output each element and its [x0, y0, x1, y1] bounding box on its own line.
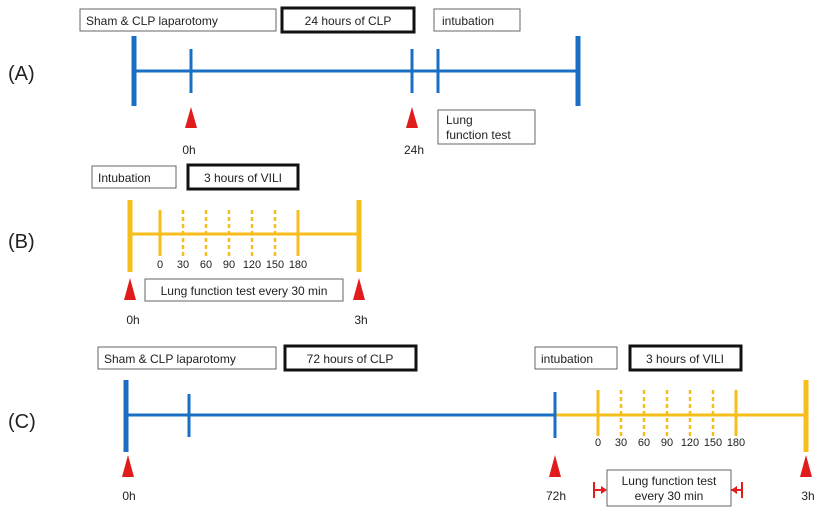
intubation-box-c	[534, 346, 618, 370]
time-0h-b: 0h	[126, 313, 139, 327]
time-24h-a: 24h	[404, 143, 424, 157]
laparotomy-text: Sham & CLP laparotomy	[86, 14, 218, 28]
tick-group-c: 0 30 60 90 120 150 180	[595, 390, 745, 449]
vili-box-c	[628, 344, 743, 372]
interval-label-0: 0	[157, 259, 163, 271]
panel-b-label: (B)	[8, 231, 35, 253]
laparotomy-box	[79, 8, 277, 32]
interval-label-30: 30	[177, 259, 189, 271]
interval-label-60: 60	[638, 437, 650, 449]
lung-test-box-b	[144, 278, 344, 302]
intubation-text: intubation	[442, 14, 494, 28]
time-0h-a: 0h	[182, 143, 195, 157]
vili-text-c: 3 hours of VILI	[646, 352, 724, 366]
vili-box-b	[186, 163, 300, 191]
lung-test-line1-a: Lung	[446, 113, 473, 127]
intubation-text-c: intubation	[541, 352, 593, 366]
panel-c: (C) Sham & CLP laparotomy 72 hours of CL…	[8, 344, 815, 507]
panel-b: (B) Intubation 3 hours of VILI 0 30 60 90 12…	[8, 163, 368, 327]
panel-c-label: (C)	[8, 411, 36, 433]
laparotomy-box-c	[97, 346, 277, 370]
marker-3h-b	[353, 278, 365, 300]
panel-a-label: (A)	[8, 63, 35, 85]
vili-text-b: 3 hours of VILI	[204, 171, 282, 185]
intubation-box-b	[91, 165, 177, 189]
interval-label-150: 150	[704, 437, 722, 449]
interval-label-90: 90	[223, 259, 235, 271]
intubation-box	[433, 8, 521, 32]
lung-test-text-b: Lung function test every 30 min	[161, 284, 328, 298]
interval-label-0: 0	[595, 437, 601, 449]
laparotomy-text-c: Sham & CLP laparotomy	[104, 352, 236, 366]
clp-text-c: 72 hours of CLP	[307, 352, 394, 366]
lung-test-box-a	[437, 109, 536, 145]
marker-0h-b	[124, 278, 136, 300]
interval-label-120: 120	[681, 437, 699, 449]
lung-test-box-c	[606, 469, 732, 507]
panel-a: (A) Sham & CLP laparotomy 24 hours of CL…	[8, 6, 581, 157]
time-3h-b: 3h	[354, 313, 367, 327]
marker-0h-c	[122, 455, 134, 477]
marker-3h-c	[800, 455, 812, 477]
time-0h-c: 0h	[122, 489, 135, 503]
marker-72h-c	[549, 455, 561, 477]
time-72h-c: 72h	[546, 489, 566, 503]
time-3h-c: 3h	[801, 489, 814, 503]
range-left-arrowhead	[601, 486, 607, 494]
interval-label-180: 180	[289, 259, 307, 271]
interval-label-150: 150	[266, 259, 284, 271]
range-right-arrowhead	[731, 486, 737, 494]
marker-0h-a	[185, 107, 197, 128]
lung-test-line2-a: function test	[446, 128, 511, 142]
interval-label-120: 120	[243, 259, 261, 271]
lung-test-line1-c: Lung function test	[622, 474, 717, 488]
interval-label-180: 180	[727, 437, 745, 449]
interval-label-60: 60	[200, 259, 212, 271]
intubation-text-b: Intubation	[98, 171, 151, 185]
interval-label-90: 90	[661, 437, 673, 449]
interval-label-30: 30	[615, 437, 627, 449]
clp-box	[280, 6, 416, 34]
clp-box-c	[283, 344, 418, 372]
lung-test-line2-c: every 30 min	[635, 489, 704, 503]
tick-group-b: 0 30 60 90 120 150 180	[157, 210, 307, 271]
marker-24h-a	[406, 107, 418, 128]
clp-text: 24 hours of CLP	[305, 14, 392, 28]
